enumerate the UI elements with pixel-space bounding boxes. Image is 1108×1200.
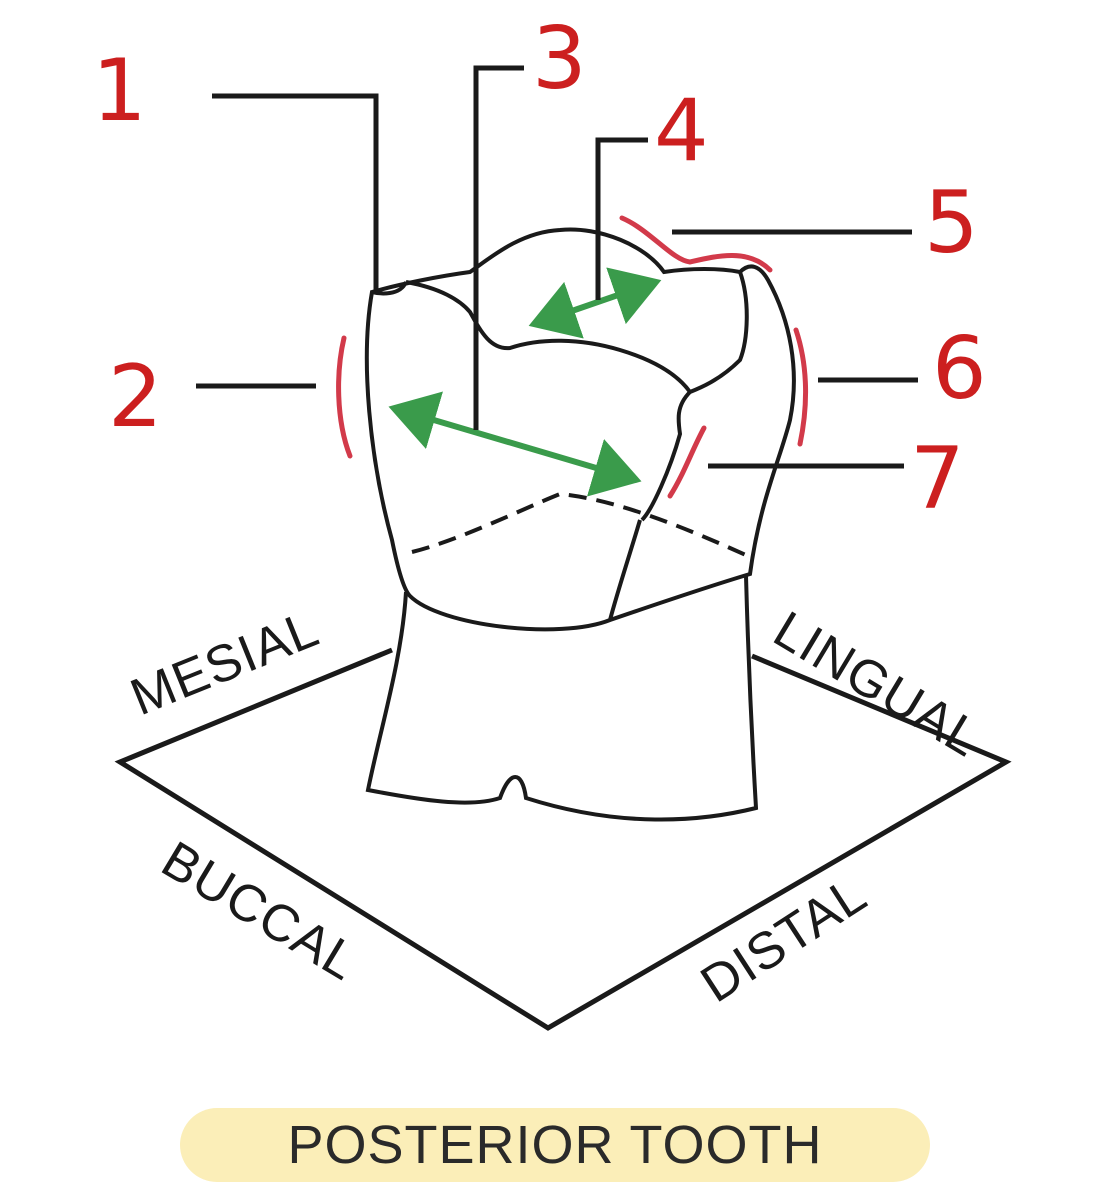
label-2: 2 bbox=[108, 347, 163, 447]
cusp-lines bbox=[371, 271, 749, 621]
tooth-root bbox=[365, 575, 759, 822]
label-4: 4 bbox=[654, 81, 709, 181]
leader-4 bbox=[595, 137, 648, 300]
label-7: 7 bbox=[910, 429, 965, 529]
label-distal: DISTAL bbox=[691, 865, 877, 1014]
leader-lines bbox=[196, 65, 918, 469]
base-platform bbox=[114, 647, 1012, 1031]
label-buccal: BUCCAL bbox=[152, 831, 368, 992]
diagram-title: POSTERIOR TOOTH bbox=[287, 1115, 823, 1175]
leader-1 bbox=[212, 93, 379, 292]
red-highlights bbox=[336, 215, 809, 499]
arrow-occlusal-width bbox=[528, 267, 662, 339]
green-arrows bbox=[388, 267, 662, 497]
title-banner: POSTERIOR TOOTH bbox=[180, 1108, 930, 1182]
label-1: 1 bbox=[92, 41, 147, 141]
arrow-crown-width bbox=[388, 391, 642, 497]
leader-3 bbox=[473, 65, 524, 430]
label-3: 3 bbox=[532, 9, 587, 109]
label-lingual: LINGUAL bbox=[764, 601, 991, 769]
label-6: 6 bbox=[932, 319, 987, 419]
label-mesial: MESIAL bbox=[123, 600, 327, 727]
label-5: 5 bbox=[924, 173, 979, 273]
